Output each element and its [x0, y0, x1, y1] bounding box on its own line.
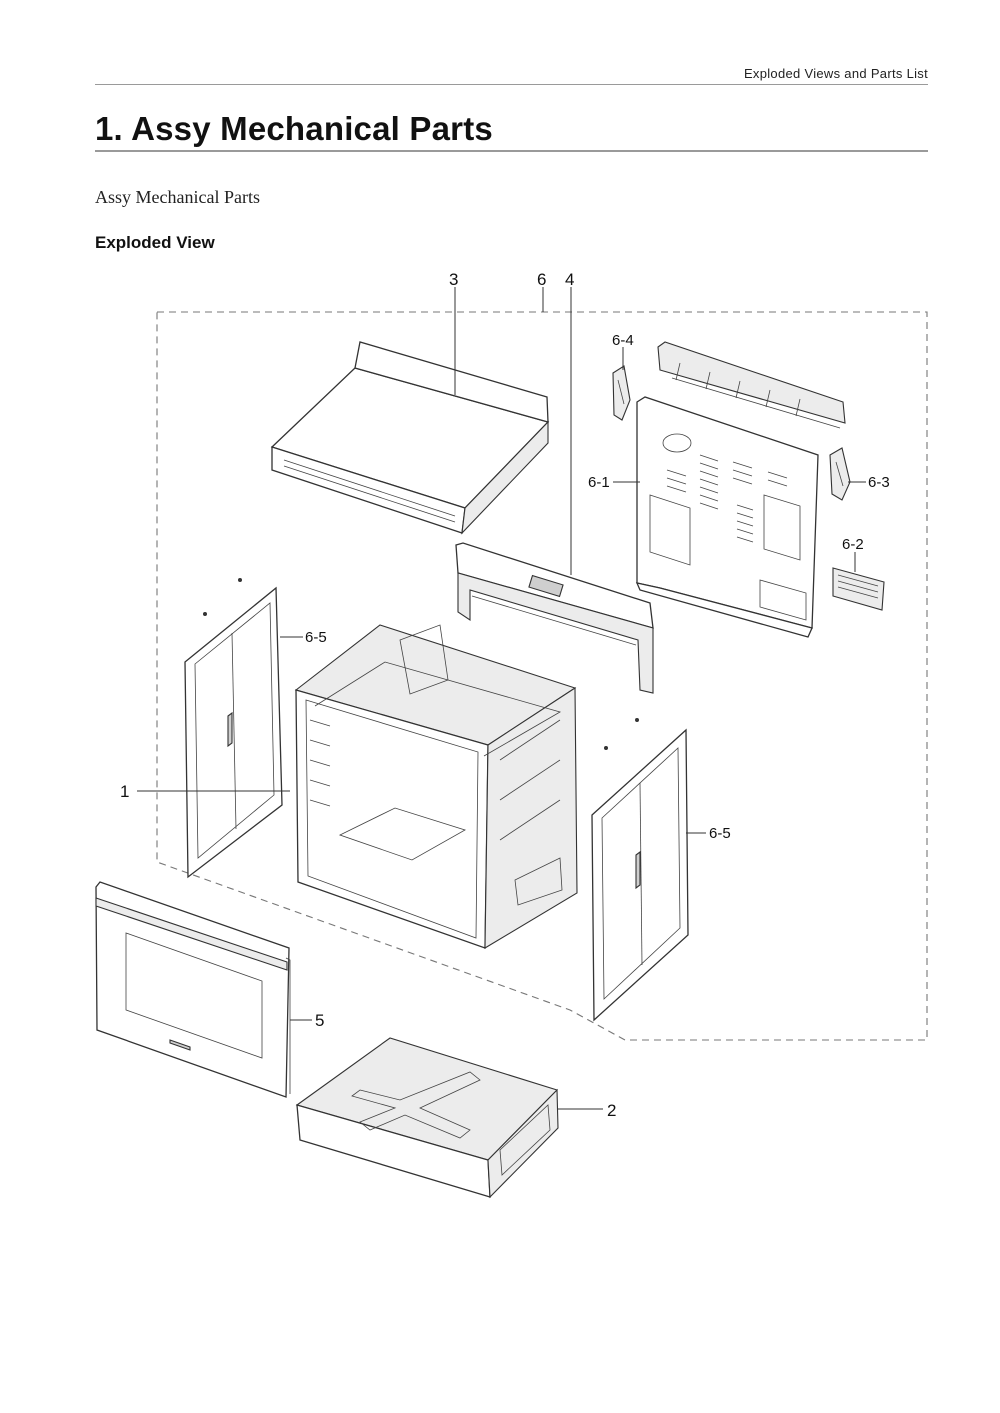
callout-6-3: 6-3 [868, 474, 890, 491]
callout-4: 4 [565, 270, 574, 289]
part-bottom-base [295, 1037, 559, 1199]
leader-lines [137, 287, 866, 1110]
callout-6-5-left: 6-5 [305, 629, 327, 646]
page-title: 1. Assy Mechanical Parts [95, 110, 493, 147]
title-rule [95, 150, 928, 152]
callout-6-4: 6-4 [612, 332, 634, 349]
part-control-panel [455, 542, 654, 694]
section-label: Exploded View [95, 233, 215, 252]
running-header: Exploded Views and Parts List [743, 66, 928, 81]
assembly-6-boundary [156, 311, 928, 1041]
callout-6-2: 6-2 [842, 536, 864, 553]
part-oven-cavity [294, 624, 578, 949]
part-door [95, 881, 291, 1098]
part-top-cover [270, 341, 550, 535]
callout-5: 5 [315, 1011, 324, 1030]
part-6-4-bracket [612, 365, 631, 421]
header-rule [95, 84, 928, 85]
part-6-5-left-side-panel [184, 578, 283, 879]
callout-6-5-right: 6-5 [709, 825, 731, 842]
callout-6-1: 6-1 [588, 474, 610, 491]
callout-6: 6 [537, 270, 546, 289]
part-6-5-right-side-panel [591, 718, 689, 1022]
callout-3: 3 [449, 270, 458, 289]
subtitle: Assy Mechanical Parts [95, 187, 260, 207]
part-rear-top-rail [657, 341, 846, 429]
part-6-3-bracket [829, 447, 851, 501]
callout-1: 1 [120, 782, 129, 801]
part-6-1-rear-panel [635, 396, 819, 638]
callout-2: 2 [607, 1101, 616, 1120]
part-6-2-grille [832, 567, 885, 611]
